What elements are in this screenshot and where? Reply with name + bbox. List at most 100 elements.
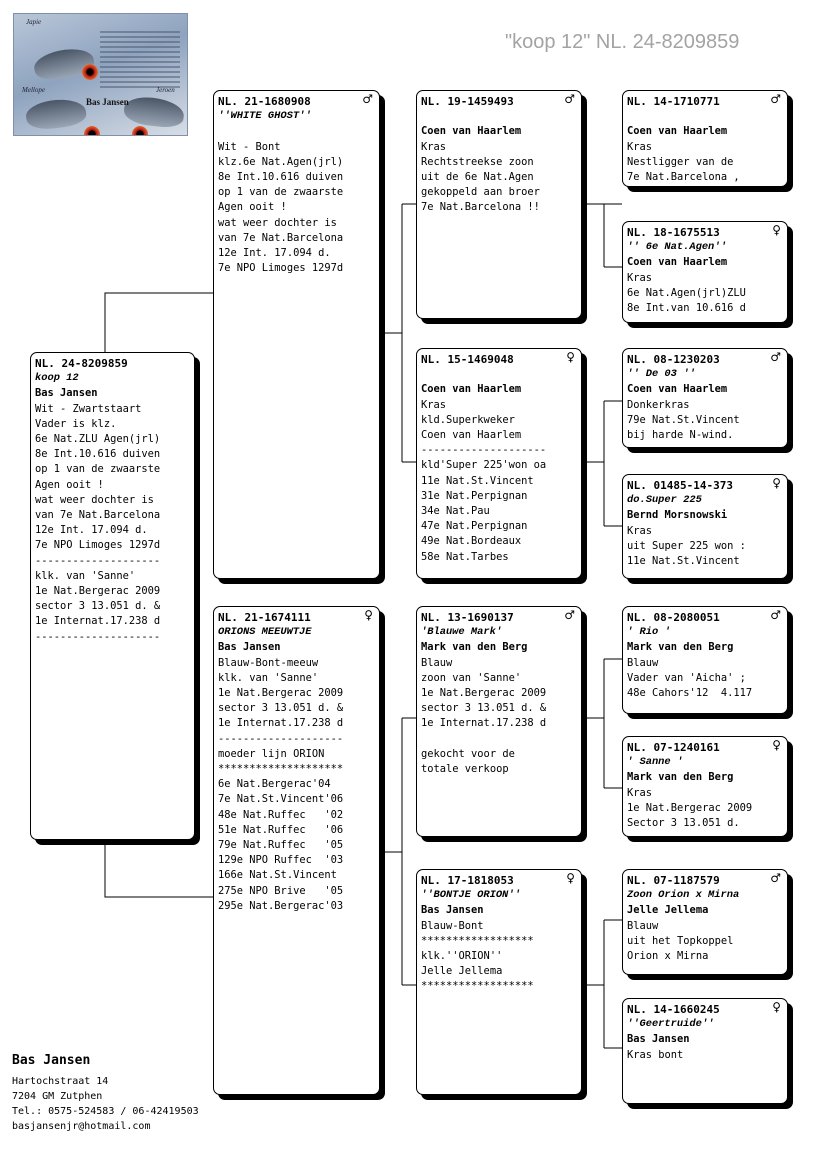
pigeon-name: '' 6e Nat.Agen'' bbox=[627, 241, 727, 254]
female-symbol-icon: ♀ bbox=[772, 1000, 781, 1014]
card-text-line: wat weer dochter is bbox=[35, 493, 154, 506]
owner-name: Mark van den Berg bbox=[627, 641, 734, 654]
card-text-line: Wit - Zwartstaart bbox=[35, 402, 142, 415]
owner-name: Coen van Haarlem bbox=[627, 125, 728, 138]
card-text-line: Coen van Haarlem bbox=[421, 429, 522, 442]
card-text-line: klk. van 'Sanne' bbox=[218, 671, 319, 684]
connector-ss bbox=[582, 203, 622, 268]
owner-name: Coen van Haarlem bbox=[627, 256, 728, 269]
female-symbol-icon: ♀ bbox=[772, 476, 781, 490]
card-text-line: 1e Nat.Bergerac 2009 bbox=[627, 801, 753, 814]
ring-number: NL. 08-1230203 bbox=[627, 353, 720, 366]
card-text-line: 48e Nat.Ruffec '02 bbox=[218, 808, 344, 821]
card-text-line: -------------------- bbox=[35, 554, 161, 567]
card-text-line: 7e NPO Limoges 1297d bbox=[218, 262, 344, 275]
card-text-line: kld'Super 225'won oa bbox=[421, 459, 547, 472]
card-text-line: totale verkoop bbox=[421, 763, 509, 776]
owner-name: Jelle Jellema bbox=[627, 904, 709, 917]
card-text-line: Blauw-Bont-meeuw bbox=[218, 656, 319, 669]
pigeon-name: ' Sanne ' bbox=[627, 756, 684, 769]
card-text-line: op 1 van de zwaarste bbox=[218, 186, 344, 199]
owner-name: Coen van Haarlem bbox=[627, 383, 728, 396]
card-text-line: 1e Nat.Bergerac 2009 bbox=[218, 687, 344, 700]
female-symbol-icon: ♀ bbox=[772, 738, 781, 752]
card-text-line: 8e Int.van 10.616 d bbox=[627, 302, 746, 315]
card-text-line: 79e Nat.St.Vincent bbox=[627, 413, 740, 426]
card-text-line: Kras bbox=[627, 140, 653, 153]
connector-sd bbox=[582, 400, 622, 527]
card-text-line: uit de 6e Nat.Agen bbox=[421, 171, 534, 184]
ring-number: NL. 24-8209859 bbox=[35, 357, 128, 370]
female-symbol-icon: ♀ bbox=[566, 871, 575, 885]
card-text-line: van 7e Nat.Barcelona bbox=[218, 231, 344, 244]
card-text-line: 47e Nat.Perpignan bbox=[421, 520, 528, 533]
owner-name: Mark van den Berg bbox=[627, 771, 734, 784]
header-text-block bbox=[100, 28, 180, 91]
pigeon-name: Zoon Orion x Mirna bbox=[627, 889, 740, 902]
card-text-line: klk.''ORION'' bbox=[421, 950, 503, 963]
card-text-line: 58e Nat.Tarbes bbox=[421, 550, 509, 563]
card-text-line: 7e Nat.Barcelona , bbox=[627, 171, 740, 184]
card-text-line: uit Super 225 won : bbox=[627, 539, 746, 552]
male-symbol-icon: ♂ bbox=[770, 92, 781, 106]
card-text-line bbox=[421, 732, 577, 747]
pigeon-name: ''Geertruide'' bbox=[627, 1018, 715, 1031]
card-text-line: Kras bbox=[627, 271, 653, 284]
header-label-mellope: Mellope bbox=[22, 86, 45, 94]
card-text-line: 129e NPO Ruffec '03 bbox=[218, 854, 344, 867]
ring-number: NL. 08-2080051 bbox=[627, 611, 720, 624]
pigeon-name: koop 12 bbox=[35, 372, 79, 385]
contact-tel: Tel.: 0575-524583 / 06-42419503 bbox=[12, 1106, 199, 1117]
male-symbol-icon: ♂ bbox=[770, 871, 781, 885]
ring-number: NL. 18-1675513 bbox=[627, 226, 720, 239]
female-symbol-icon: ♀ bbox=[566, 350, 575, 364]
owner-name: Coen van Haarlem bbox=[421, 125, 522, 138]
page-title: "koop 12" NL. 24-8209859 bbox=[505, 31, 740, 53]
card-text-line: Orion x Mirna bbox=[627, 950, 709, 963]
card-text-line: 48e Cahors'12 4.117 bbox=[627, 687, 753, 700]
contact-street: Hartochstraat 14 bbox=[12, 1076, 109, 1087]
owner-name: Mark van den Berg bbox=[421, 641, 528, 654]
card-text-line: klk. van 'Sanne' bbox=[35, 569, 136, 582]
card-text-line: op 1 van de zwaarste bbox=[35, 463, 161, 476]
pigeon-eye-3 bbox=[132, 126, 148, 135]
card-text-line: 34e Nat.Pau bbox=[421, 505, 490, 518]
card-text-line: gekocht voor de bbox=[421, 747, 515, 760]
card-text-line: 275e NPO Brive '05 bbox=[218, 884, 344, 897]
card-text-line: 49e Nat.Bordeaux bbox=[421, 535, 522, 548]
card-text-line: 1e Internat.17.238 d bbox=[218, 717, 344, 730]
male-symbol-icon: ♂ bbox=[770, 608, 781, 622]
owner-name: Bas Jansen bbox=[218, 641, 281, 654]
connector-sire bbox=[380, 203, 416, 463]
card-text-line: Agen ooit ! bbox=[35, 478, 104, 491]
connector-subject bbox=[104, 292, 213, 898]
card-text-line: 1e Nat.Bergerac 2009 bbox=[35, 585, 161, 598]
male-symbol-icon: ♂ bbox=[564, 92, 575, 106]
card-text-line: gekoppeld aan broer bbox=[421, 186, 540, 199]
card-text-line: 8e Int.10.616 duiven bbox=[35, 448, 161, 461]
card-text-line: Wit - Bont bbox=[218, 140, 281, 153]
pedigree-card-sire: NL. 21-1680908♂''WHITE GHOST'' Wit - Bon… bbox=[213, 90, 380, 579]
card-text-line: 51e Nat.Ruffec '06 bbox=[218, 823, 344, 836]
ring-number: NL. 07-1240161 bbox=[627, 741, 720, 754]
pedigree-card-ds: NL. 13-1690137♂'Blauwe Mark'Mark van den… bbox=[416, 606, 582, 837]
card-text-line: Kras bont bbox=[627, 1048, 684, 1061]
card-text-line: Rechtstreekse zoon bbox=[421, 155, 534, 168]
pigeon-eye-1 bbox=[82, 64, 98, 80]
card-text-line: 7e NPO Limoges 1297d bbox=[35, 539, 161, 552]
card-text-line: Agen ooit ! bbox=[218, 201, 287, 214]
ring-number: NL. 01485-14-373 bbox=[627, 479, 733, 492]
male-symbol-icon: ♂ bbox=[362, 92, 373, 106]
card-text-line: Blauw bbox=[627, 919, 659, 932]
pedigree-card-ssd: NL. 18-1675513♀'' 6e Nat.Agen''Coen van … bbox=[622, 221, 788, 323]
card-text-line: sector 3 13.051 d. & bbox=[35, 600, 161, 613]
contact-city: 7204 GM Zutphen bbox=[12, 1091, 103, 1102]
card-text-line: klz.6e Nat.Agen(jrl) bbox=[218, 155, 344, 168]
card-text-line: moeder lijn ORION bbox=[218, 747, 325, 760]
pigeon-name bbox=[421, 109, 577, 124]
